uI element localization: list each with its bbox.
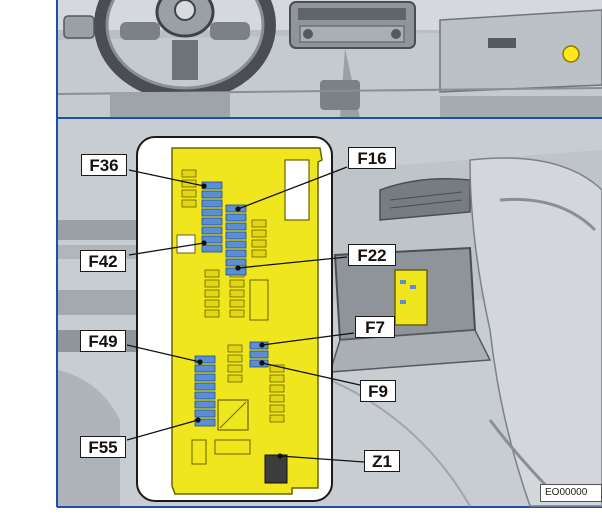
fusebox-inset — [136, 136, 333, 502]
label-f9: F9 — [360, 380, 396, 402]
yellow-dot-icon — [562, 45, 580, 63]
small-fusebox-icon — [394, 269, 428, 326]
label-f22: F22 — [348, 244, 396, 266]
fusebox-body — [171, 147, 323, 495]
drawing-code: EO00000 — [540, 484, 602, 502]
label-f42: F42 — [80, 250, 126, 272]
side-vent-icon — [379, 178, 471, 221]
label-f49: F49 — [80, 330, 126, 352]
label-f16: F16 — [348, 147, 396, 169]
label-f55: F55 — [80, 436, 126, 458]
center-console-icon — [289, 1, 416, 118]
label-z1: Z1 — [364, 450, 400, 472]
label-f36: F36 — [81, 154, 127, 176]
leader-lines — [126, 166, 365, 463]
dashboard-illustration — [57, 0, 602, 118]
relay-z1-icon — [264, 454, 288, 484]
label-f7: F7 — [355, 316, 395, 338]
